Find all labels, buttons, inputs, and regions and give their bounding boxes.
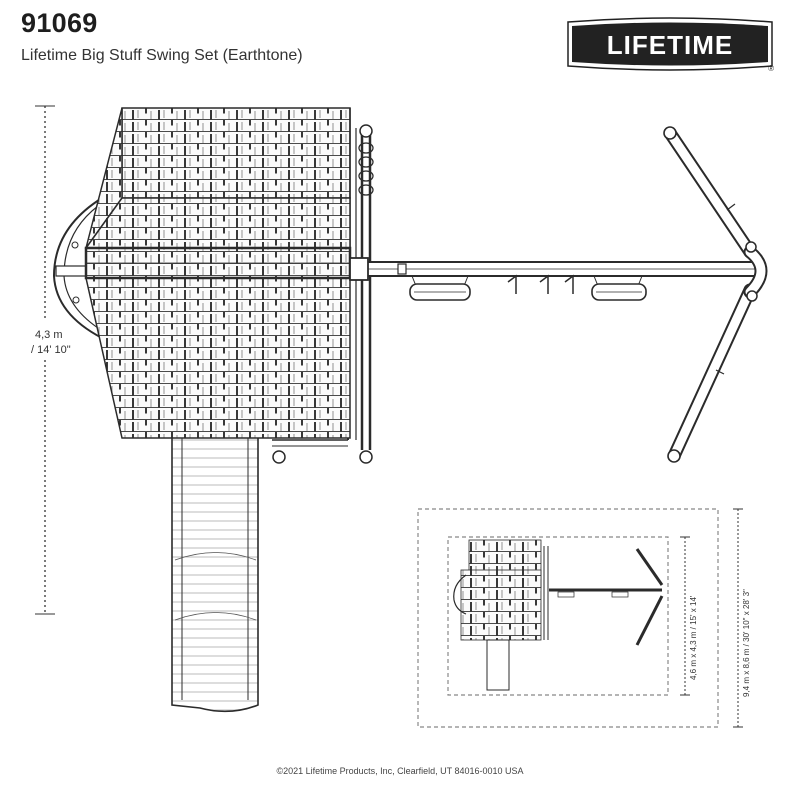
logo-wordmark: LIFETIME bbox=[607, 30, 733, 60]
belt-swing-1 bbox=[409, 275, 471, 301]
copyright-footer: ©2021 Lifetime Products, Inc, Clearfield… bbox=[276, 766, 524, 776]
belt-swing-2 bbox=[591, 275, 647, 301]
model-number: 91069 bbox=[21, 8, 98, 38]
footprint-label: 4,6 m x 4,3 m / 15' x 14' bbox=[689, 595, 698, 680]
play-area-label: 9,4 m x 8,6 m / 30' 10" x 28' 3" bbox=[742, 589, 751, 697]
a-frame bbox=[663, 126, 768, 463]
registered-mark: ® bbox=[768, 64, 774, 72]
height-imperial: / 14' 10" bbox=[31, 344, 71, 356]
swing-beam bbox=[349, 257, 762, 281]
trapeze-bar bbox=[507, 274, 574, 294]
height-metric: 4,3 m bbox=[35, 329, 63, 341]
height-dimension: 4,3 m / 14' 10" bbox=[31, 105, 71, 615]
fort-roof bbox=[84, 107, 352, 439]
lifetime-logo: LIFETIME ® bbox=[567, 17, 774, 72]
footprint-inset: 4,6 m x 4,3 m / 15' x 14' 9,4 m x 8,6 m … bbox=[417, 508, 751, 728]
product-name: Lifetime Big Stuff Swing Set (Earthtone) bbox=[21, 47, 303, 64]
slide bbox=[171, 435, 259, 713]
